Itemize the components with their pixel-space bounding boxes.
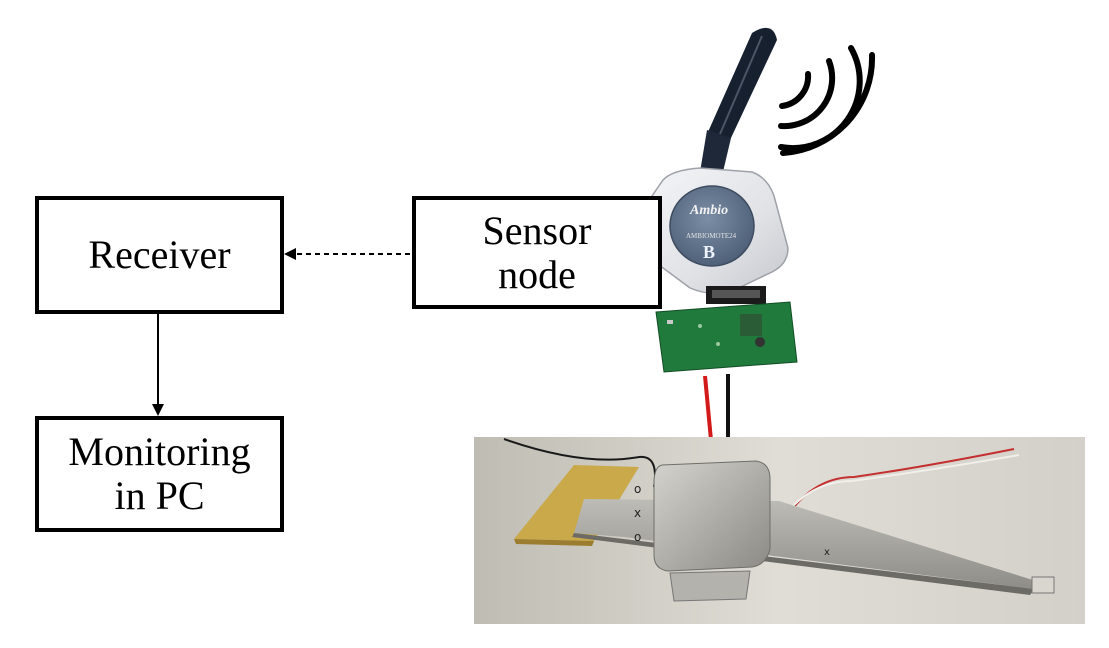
svg-text:x: x <box>824 547 830 558</box>
monitoring-box: Monitoring in PC <box>35 416 284 532</box>
sensor-label-line2: node <box>498 251 576 297</box>
sensor-wires <box>703 374 730 441</box>
pcb-board <box>655 286 798 373</box>
model-text: AMBIOMOTE24 <box>686 232 737 240</box>
dashed-arrow-sensor-to-receiver <box>284 248 410 260</box>
sensor-node-box: Sensor node <box>412 196 662 309</box>
arrow-receiver-to-monitoring <box>152 314 164 416</box>
logo-text: Ambio <box>689 203 728 218</box>
receiver-box: Receiver <box>35 196 284 314</box>
sensor-label-line1: Sensor <box>482 207 592 253</box>
badge-text: B <box>703 242 715 262</box>
wireless-signal-icon <box>778 45 876 156</box>
antenna <box>700 27 777 176</box>
sensor-enclosure: Ambio AMBIOMOTE24 B <box>639 167 789 295</box>
svg-text:o: o <box>634 482 641 496</box>
receiver-label: Receiver <box>88 232 231 277</box>
harvester-photo: o x o x <box>474 437 1085 624</box>
monitoring-label-line1: Monitoring <box>68 429 251 474</box>
monitoring-label-line2: in PC <box>114 473 205 518</box>
svg-text:x: x <box>634 506 641 520</box>
svg-text:o: o <box>634 530 641 544</box>
